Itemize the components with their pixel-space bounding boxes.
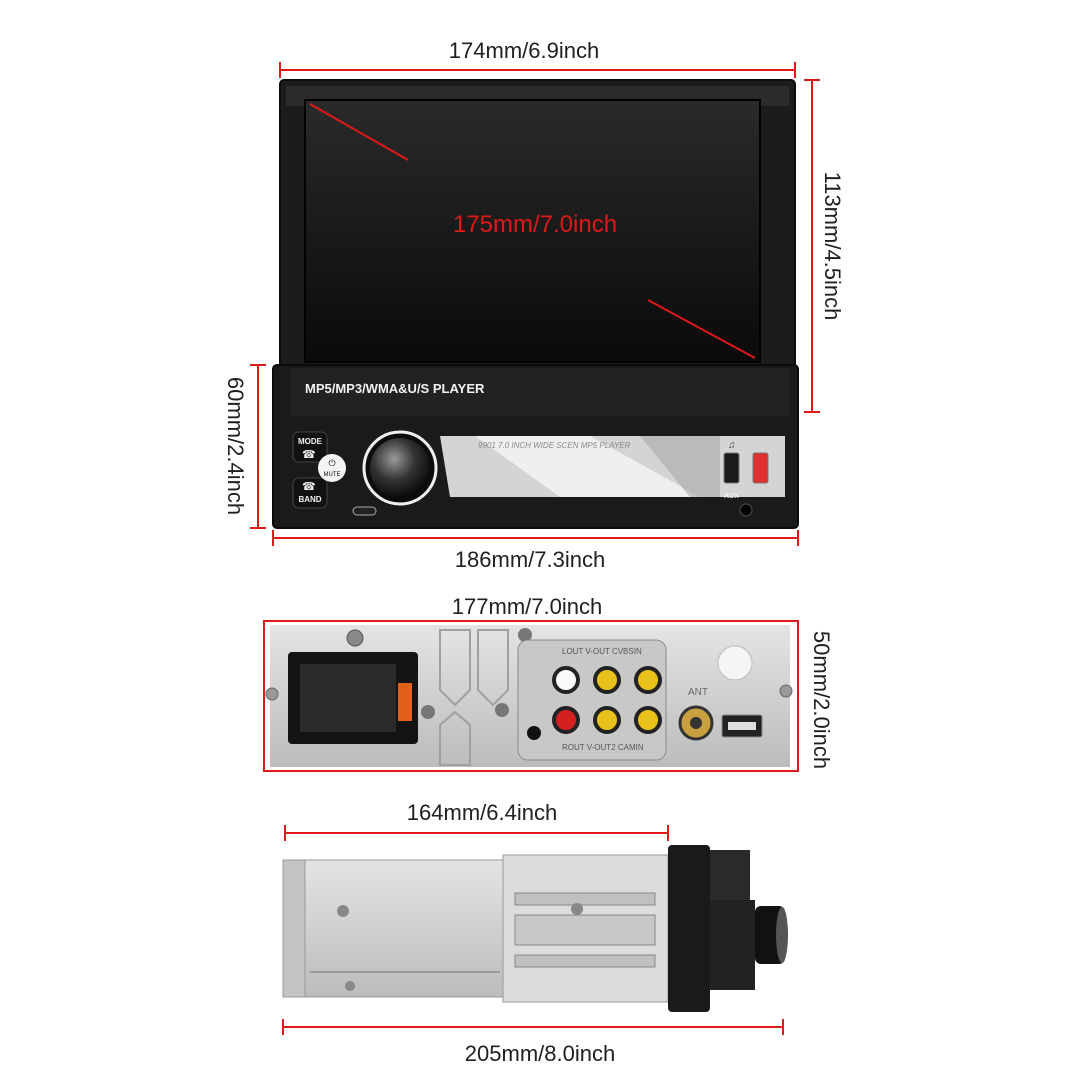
side-chassis-rear-lip bbox=[282, 859, 306, 998]
panel-height-label: 60mm/2.4inch bbox=[223, 377, 248, 515]
side-front-panel-body bbox=[710, 900, 755, 990]
rca-vout-yellow-1[interactable] bbox=[593, 666, 621, 694]
serial-sticker bbox=[717, 645, 753, 681]
power-icon: ⏻ bbox=[328, 458, 335, 468]
side-front-bezel-top bbox=[710, 850, 750, 900]
rca-vout-yellow-2[interactable] bbox=[593, 706, 621, 734]
volume-knob[interactable] bbox=[370, 438, 430, 498]
rear-mount-screw-left bbox=[265, 687, 279, 701]
chassis-length-label: 164mm/6.4inch bbox=[407, 800, 557, 825]
rear-width-label: 177mm/7.0inch bbox=[452, 594, 602, 619]
rca-lout-white[interactable] bbox=[552, 666, 580, 694]
band-button[interactable] bbox=[292, 477, 328, 509]
side-screw-3 bbox=[345, 981, 355, 991]
usb-c-port[interactable] bbox=[352, 506, 377, 516]
screen-diagonal-line-top bbox=[309, 103, 409, 161]
front-view: 174mm/6.9inch 175mm/7.0inch 113mm/4.5inc… bbox=[223, 38, 845, 572]
rca-cvbsin-yellow[interactable] bbox=[634, 666, 662, 694]
side-front-bezel bbox=[668, 845, 710, 1012]
rear-screw-top bbox=[518, 628, 532, 642]
rear-screw-mid-right bbox=[495, 703, 509, 717]
front-top-width-label: 174mm/6.9inch bbox=[449, 38, 599, 63]
aux-jack[interactable] bbox=[739, 503, 753, 517]
rear-view: 177mm/7.0inch LOUT V-OUT CVBSIN ROUT V-O… bbox=[263, 594, 834, 772]
rear-screw-mid-left bbox=[421, 705, 435, 719]
front-total-height-label: 113mm/4.5inch bbox=[820, 172, 845, 321]
rear-vent-1 bbox=[439, 629, 471, 707]
rca-top-label: LOUT V-OUT CVBSIN bbox=[562, 647, 642, 656]
ground-screw bbox=[346, 629, 364, 647]
band-phone-icon: ☎ bbox=[302, 481, 316, 493]
band-button-label: BAND bbox=[298, 495, 321, 504]
usb-port-2[interactable] bbox=[752, 452, 769, 484]
rear-height-label: 50mm/2.0inch bbox=[809, 631, 834, 769]
panel-subtitle: 9901 7.0 INCH WIDE SCEN MP5 PLAYER bbox=[478, 441, 631, 450]
panel-width-label: 186mm/7.3inch bbox=[455, 547, 605, 572]
screen-diagonal-line-bottom bbox=[647, 299, 756, 359]
mic-jack[interactable] bbox=[527, 726, 541, 740]
mute-button[interactable] bbox=[318, 454, 346, 482]
rear-usb-port-inner bbox=[728, 722, 756, 730]
antenna-port-inner bbox=[690, 717, 702, 729]
side-knob-cap bbox=[776, 907, 788, 963]
side-screw-1 bbox=[337, 905, 349, 917]
music-note-icon: ♫ bbox=[728, 440, 736, 451]
side-view: 164mm/6.4inch 205mm/8.0inch bbox=[282, 800, 788, 1066]
aux-label: AUX bbox=[724, 493, 739, 500]
side-slide-rail-3 bbox=[514, 954, 656, 968]
mode-button-label: MODE bbox=[298, 437, 323, 446]
display-plate-shine bbox=[475, 436, 700, 497]
rear-vent-2 bbox=[477, 629, 509, 707]
side-slide-rail-1 bbox=[514, 892, 656, 906]
mode-button[interactable] bbox=[292, 431, 328, 463]
rca-bottom-label: ROUT V-OUT2 CAMIN bbox=[562, 743, 644, 752]
usb-port-1[interactable] bbox=[723, 452, 740, 484]
mute-button-label: MUTE bbox=[324, 472, 341, 478]
rca-rout-red[interactable] bbox=[552, 706, 580, 734]
panel-title: MP5/MP3/WMA&U/S PLAYER bbox=[305, 381, 485, 396]
control-panel-top-strip bbox=[290, 368, 790, 416]
iso-fuse bbox=[398, 683, 412, 721]
rear-vent-3 bbox=[439, 710, 471, 766]
rca-camin-yellow[interactable] bbox=[634, 706, 662, 734]
side-screw-2 bbox=[571, 903, 583, 915]
rear-mount-screw-right bbox=[779, 684, 793, 698]
screen-diagonal-label: 175mm/7.0inch bbox=[453, 211, 617, 238]
iso-connector-inner bbox=[300, 664, 396, 732]
side-slide-rail-2 bbox=[514, 914, 656, 946]
display-plate-dark-band bbox=[640, 436, 720, 497]
antenna-label: ANT bbox=[688, 687, 708, 698]
mode-phone-icon: ☎ bbox=[302, 449, 316, 461]
rca-block bbox=[517, 639, 667, 761]
total-length-label: 205mm/8.0inch bbox=[465, 1041, 615, 1066]
